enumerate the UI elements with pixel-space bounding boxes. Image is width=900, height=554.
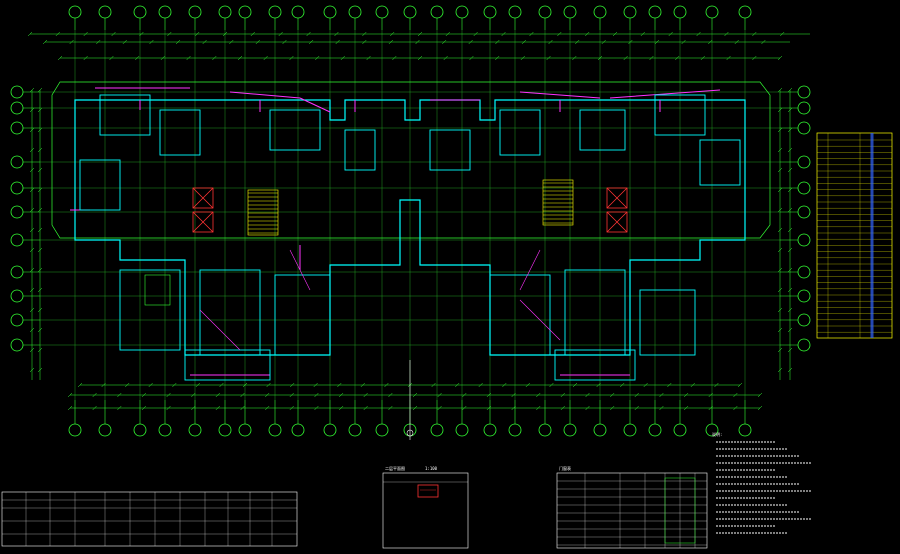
axis-bubble-top — [291, 5, 305, 30]
axis-bubble-left — [10, 101, 40, 115]
axis-bubble-left — [10, 155, 40, 169]
notes-title: 说明: — [712, 431, 722, 437]
axis-bubble-bottom — [705, 400, 719, 437]
axis-bubble-right — [780, 313, 811, 327]
bottom-center-box — [382, 472, 469, 549]
center-table-title: 二层平面图 — [385, 465, 405, 471]
axis-bubble-top — [218, 5, 232, 30]
right-legend-table — [816, 132, 893, 339]
axis-bubble-top — [98, 5, 112, 30]
section-symbol — [406, 360, 414, 440]
axis-bubble-top — [455, 5, 469, 30]
axis-bubble-top — [593, 5, 607, 30]
axis-bubble-right — [780, 155, 811, 169]
axis-bubble-left — [10, 181, 40, 195]
axis-bubble-bottom — [623, 400, 637, 437]
left-axis-bubbles — [10, 85, 40, 352]
axis-bubble-bottom — [98, 400, 112, 437]
axis-bubble-right — [780, 338, 811, 352]
axis-bubble-top — [430, 5, 444, 30]
axis-bubble-left — [10, 265, 40, 279]
axis-bubble-bottom — [238, 400, 252, 437]
axis-bubble-top — [238, 5, 252, 30]
axis-bubble-right — [780, 289, 811, 303]
axis-bubble-top — [673, 5, 687, 30]
axis-bubble-bottom — [188, 400, 202, 437]
axis-bubble-bottom — [68, 400, 82, 437]
right-axis-bubbles — [780, 85, 811, 352]
leader-lines — [199, 249, 561, 351]
axis-bubble-top — [508, 5, 522, 30]
axis-bubble-right — [780, 265, 811, 279]
elevator-shafts — [192, 187, 628, 233]
axis-bubble-top — [538, 5, 552, 30]
axis-bubble-bottom — [430, 400, 444, 437]
axis-bubble-bottom — [218, 400, 232, 437]
interior-walls — [79, 94, 741, 381]
axis-bubble-bottom — [268, 400, 282, 437]
axis-bubble-bottom — [648, 400, 662, 437]
axis-bubble-left — [10, 85, 40, 99]
axis-bubble-right — [780, 85, 811, 99]
axis-bubble-bottom — [158, 400, 172, 437]
axis-bubble-top — [188, 5, 202, 30]
axis-bubble-bottom — [673, 400, 687, 437]
axis-bubble-bottom — [538, 400, 552, 437]
axis-bubble-top — [623, 5, 637, 30]
axis-bubble-right — [780, 205, 811, 219]
right-table-title: 门窗表 — [559, 465, 571, 471]
axis-bubble-bottom — [323, 400, 337, 437]
axis-bubble-left — [10, 313, 40, 327]
axis-bubble-top — [563, 5, 577, 30]
axis-bubble-top — [403, 5, 417, 30]
axis-bubble-top — [268, 5, 282, 30]
axis-bubble-top — [68, 5, 82, 30]
top-axis-bubbles — [68, 5, 752, 30]
axis-bubble-right — [780, 101, 811, 115]
axis-bubble-bottom — [483, 400, 497, 437]
axis-bubble-left — [10, 205, 40, 219]
axis-bubble-bottom — [291, 400, 305, 437]
axis-bubble-top — [133, 5, 147, 30]
axis-bubble-bottom — [348, 400, 362, 437]
center-table-scale: 1:100 — [425, 466, 438, 471]
axis-bubble-left — [10, 289, 40, 303]
bottom-right-table — [556, 472, 708, 549]
axis-bubble-top — [158, 5, 172, 30]
notes-block — [716, 441, 812, 534]
bottom-left-table — [1, 491, 298, 547]
axis-bubble-top — [483, 5, 497, 30]
axis-bubble-bottom — [508, 400, 522, 437]
axis-bubble-bottom — [455, 400, 469, 437]
axis-bubble-bottom — [133, 400, 147, 437]
axis-bubble-bottom — [375, 400, 389, 437]
axis-bubble-bottom — [593, 400, 607, 437]
axis-bubble-top — [348, 5, 362, 30]
axis-bubble-left — [10, 121, 40, 135]
axis-bubble-bottom — [738, 400, 752, 437]
axis-bubble-bottom — [563, 400, 577, 437]
axis-bubble-top — [705, 5, 719, 30]
axis-bubble-right — [780, 233, 811, 247]
axis-bubble-right — [780, 181, 811, 195]
axis-bubble-top — [375, 5, 389, 30]
axis-bubble-top — [738, 5, 752, 30]
axis-bubble-top — [648, 5, 662, 30]
axis-bubble-left — [10, 233, 40, 247]
stairs — [144, 179, 574, 306]
axis-bubble-left — [10, 338, 40, 352]
axis-bubble-top — [323, 5, 337, 30]
axis-bubble-right — [780, 121, 811, 135]
